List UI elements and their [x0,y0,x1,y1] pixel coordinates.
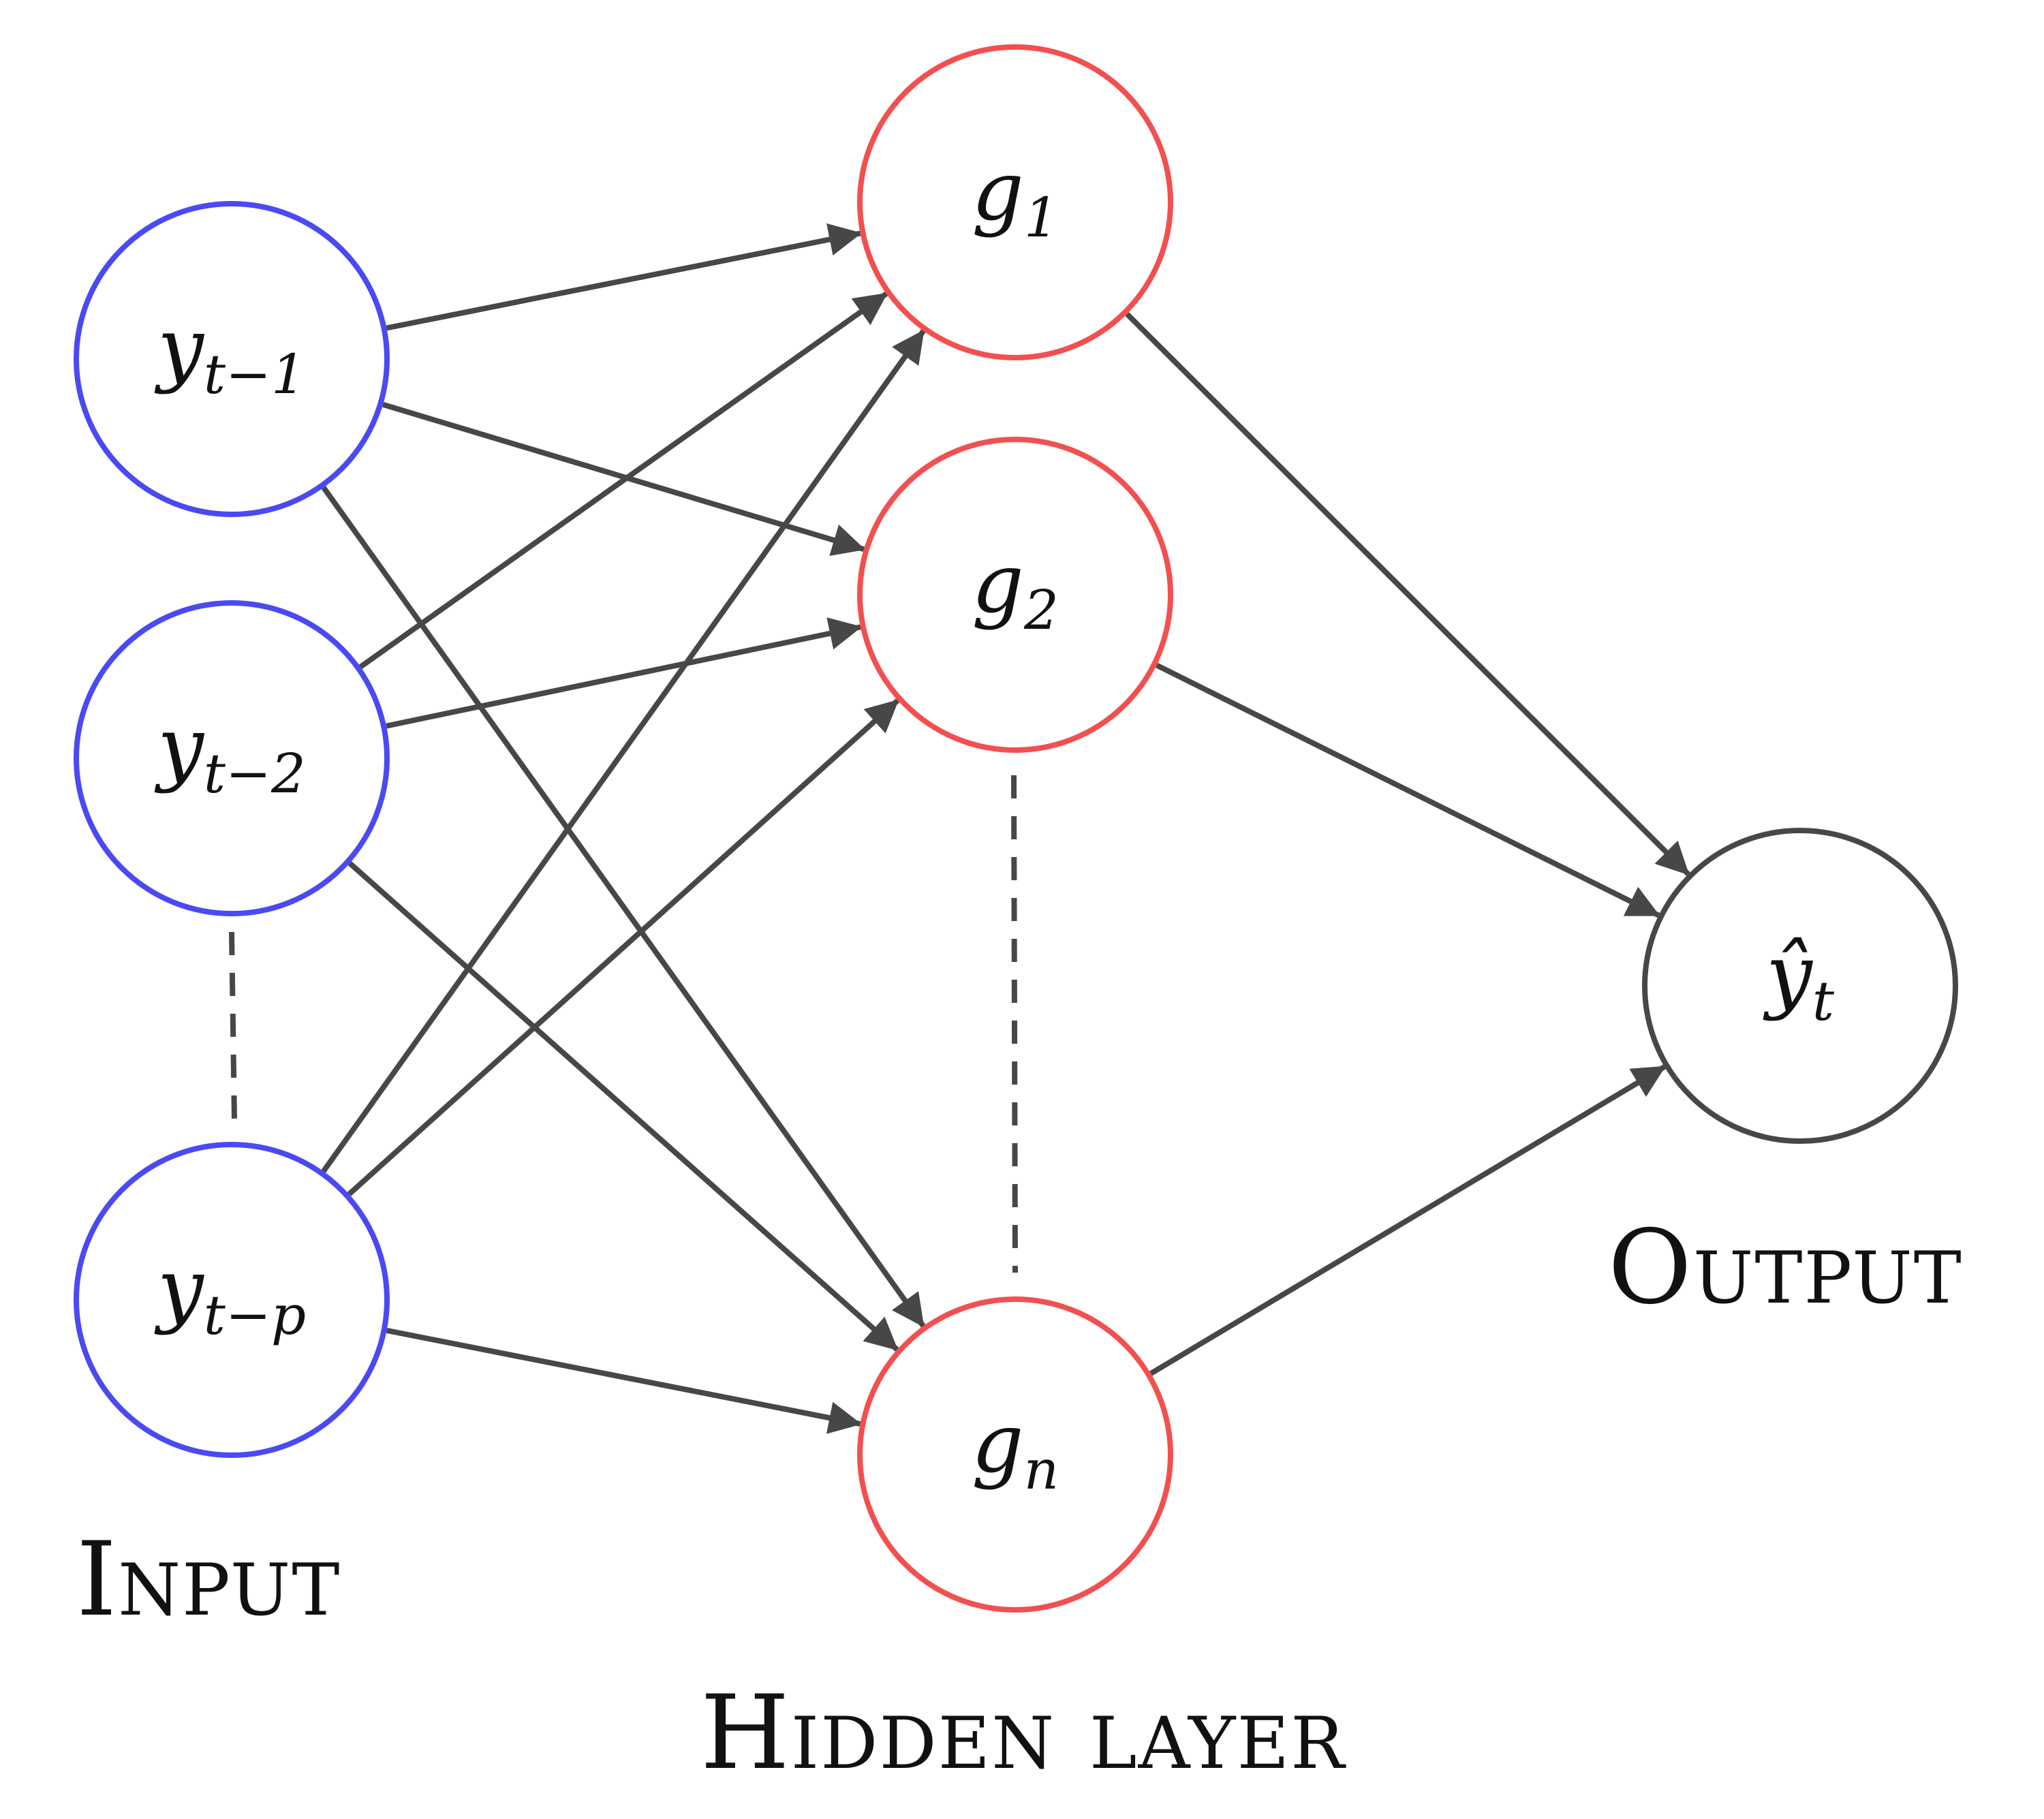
input-node-1-circle [74,600,390,916]
input-node-2: yt−p [74,1142,390,1458]
input-node-2-label: yt−p [154,1242,306,1347]
input-ellipsis [229,931,237,1121]
edge-input-1-to-hidden-0 [358,291,888,670]
output-node-circle [1642,828,1958,1144]
hidden-node-2-main: g [972,1397,1024,1491]
edge-input-1-to-hidden-2 [347,861,899,1352]
input-node-0-main: y [154,301,205,396]
edge-input-1-to-hidden-1 [386,617,863,729]
hidden-node-1-sub: 2 [1023,578,1059,642]
input-node-1-main: y [154,700,205,795]
edge-input-0-to-hidden-0 [386,223,862,331]
hidden-node-0-main: g [972,144,1024,239]
hidden-node-1-label: g2 [972,537,1059,642]
hidden-ellipsis [1011,775,1018,1273]
connection-edges [321,223,1690,1434]
input-node-1: yt−2 [74,600,390,916]
input-node-2-sub: t−p [204,1284,306,1347]
input-node-0: yt−1 [74,201,390,517]
hidden-node-2-label: gn [972,1397,1059,1502]
input-node-2-circle [74,1142,390,1458]
edge-input-2-to-hidden-0 [321,329,926,1173]
hidden-node-1-main: g [972,537,1024,632]
hidden-layer-label: Hidden layer [700,1674,1346,1792]
hidden-node-2-sub: n [1024,1438,1059,1502]
edge-input-2-to-hidden-1 [347,698,900,1196]
input-node-0-sub: t−1 [204,343,306,406]
hidden-node-0-label: g1 [972,144,1059,249]
edge-input-0-to-hidden-2 [321,486,926,1328]
input-layer-label: Input [76,1521,341,1639]
input-node-0-label: yt−1 [154,301,306,406]
hidden-node-0: g1 [857,44,1173,360]
hidden-node-0-sub: 1 [1024,186,1059,249]
edge-hidden-1-to-output-0 [1155,662,1660,918]
output-layer-label: Output [1608,1209,1963,1327]
output-node-main: ŷ [1763,928,1814,1023]
output-node-label: ŷt [1763,928,1835,1033]
hidden-node-1: g2 [857,437,1173,753]
input-node-2-main: y [154,1242,205,1337]
output-node-sub: t [1812,969,1835,1033]
edge-input-0-to-hidden-1 [382,402,866,557]
edge-hidden-0-to-output-0 [1125,312,1690,876]
hidden-node-2-circle [857,1296,1173,1613]
input-node-1-sub: t−2 [204,742,306,805]
edge-hidden-2-to-output-0 [1149,1064,1666,1376]
output-node: ŷt [1642,828,1958,1144]
hidden-node-2: gn [857,1296,1173,1613]
input-node-1-label: yt−2 [154,700,306,805]
hidden-node-1-circle [857,437,1173,753]
hidden-node-0-circle [857,44,1173,360]
input-node-0-circle [74,201,390,517]
edge-input-2-to-hidden-2 [386,1328,862,1434]
